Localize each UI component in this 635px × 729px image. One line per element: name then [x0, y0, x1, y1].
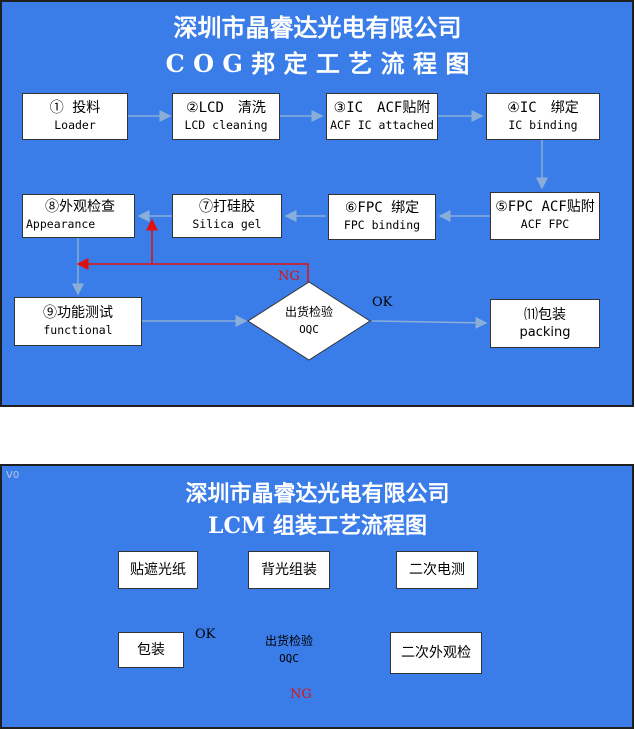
- step-label-en: ACF IC attached: [330, 117, 434, 132]
- version-watermark: V0: [6, 470, 20, 481]
- cog-step-ic-acf-attached: ③IC ACF贴附 ACF IC attached: [326, 93, 438, 140]
- cog-step-ic-binding: ④IC 绑定 IC binding: [486, 93, 600, 140]
- cog-step-functional-test: ⑨功能测试 functional: [14, 297, 142, 346]
- cog-step-loader: ① 投料 Loader: [22, 93, 128, 140]
- lcm-flowchart-panel: [0, 464, 634, 729]
- lcm-step-shading-paper: 贴遮光纸: [118, 551, 198, 589]
- cog-step-packing: ⑾包装 packing: [490, 299, 600, 348]
- cog-ok-label: OK: [372, 295, 393, 310]
- cog-step-lcd-cleaning: ②LCD 清洗 LCD cleaning: [172, 93, 280, 140]
- step-label-cn: ① 投料: [49, 99, 101, 116]
- lcm-step-packing: 包装: [118, 632, 184, 668]
- step-label-en: LCD cleaning: [184, 117, 268, 132]
- decision-label-en: OQC: [279, 652, 299, 665]
- step-label-cn: ⑤FPC ACF贴附: [495, 199, 595, 215]
- decision-label-en: OQC: [299, 323, 319, 336]
- cog-flowchart-title: C O G 邦 定 工 艺 流 程 图: [165, 49, 470, 78]
- step-label-en: Appearance: [26, 217, 96, 231]
- cog-ng-label: NG: [278, 269, 300, 284]
- step-label: 二次电测: [409, 561, 465, 578]
- step-label-cn: ②LCD 清洗: [186, 99, 266, 116]
- step-label: 背光组装: [261, 561, 317, 578]
- cog-step-fpc-acf: ⑤FPC ACF贴附 ACF FPC: [490, 192, 600, 240]
- step-label: 二次外观检: [401, 644, 471, 661]
- cog-company-title: 深圳市晶睿达光电有限公司: [173, 13, 462, 42]
- step-label-en: ACF FPC: [520, 217, 570, 231]
- step-label: 包装: [137, 641, 165, 658]
- step-label-cn: ⑾包装: [524, 306, 566, 323]
- lcm-step-backlight-assembly: 背光组装: [248, 551, 330, 589]
- decision-label-cn: 出货检验: [264, 634, 313, 648]
- lcm-company-title: 深圳市晶睿达光电有限公司: [185, 481, 450, 507]
- step-label-en: IC binding: [508, 117, 578, 132]
- step-label-cn: ⑦打硅胶: [199, 199, 255, 215]
- step-label-cn: ④IC 绑定: [507, 99, 579, 116]
- cog-step-appearance: ⑧外观检查 Appearance: [22, 194, 135, 238]
- step-label-en: packing: [519, 324, 571, 340]
- step-label-cn: ⑨功能测试: [43, 304, 113, 321]
- step-label-en: Loader: [54, 117, 96, 132]
- step-label-cn: ⑥FPC 绑定: [344, 200, 420, 216]
- step-label-cn: ⑧外观检查: [45, 199, 115, 215]
- step-label: 贴遮光纸: [130, 561, 186, 578]
- step-label-cn: ③IC ACF贴附: [333, 99, 431, 116]
- step-label-en: functional: [43, 322, 113, 337]
- arrow-oqc-packing: [371, 316, 488, 329]
- lcm-step-second-appearance-check: 二次外观检: [390, 632, 482, 674]
- lcm-oqc-decision: 出货检验 OQC: [249, 633, 329, 667]
- cog-oqc-diamond: [247, 281, 371, 361]
- lcm-ok-label: OK: [195, 627, 216, 642]
- lcm-step-second-electrical-test: 二次电测: [396, 551, 478, 589]
- decision-label-cn: 出货检验: [284, 305, 333, 319]
- cog-step-fpc-binding: ⑥FPC 绑定 FPC binding: [328, 194, 436, 240]
- cog-step-silica-gel: ⑦打硅胶 Silica gel: [172, 194, 282, 238]
- cog-oqc-decision: 出货检验 OQC: [269, 304, 349, 338]
- lcm-ng-label: NG: [290, 687, 312, 702]
- lcm-flowchart-title: LCM 组装工艺流程图: [208, 513, 427, 539]
- step-label-en: FPC binding: [343, 218, 421, 232]
- ng-loop-cog: [76, 258, 309, 284]
- step-label-en: Silica gel: [192, 217, 262, 231]
